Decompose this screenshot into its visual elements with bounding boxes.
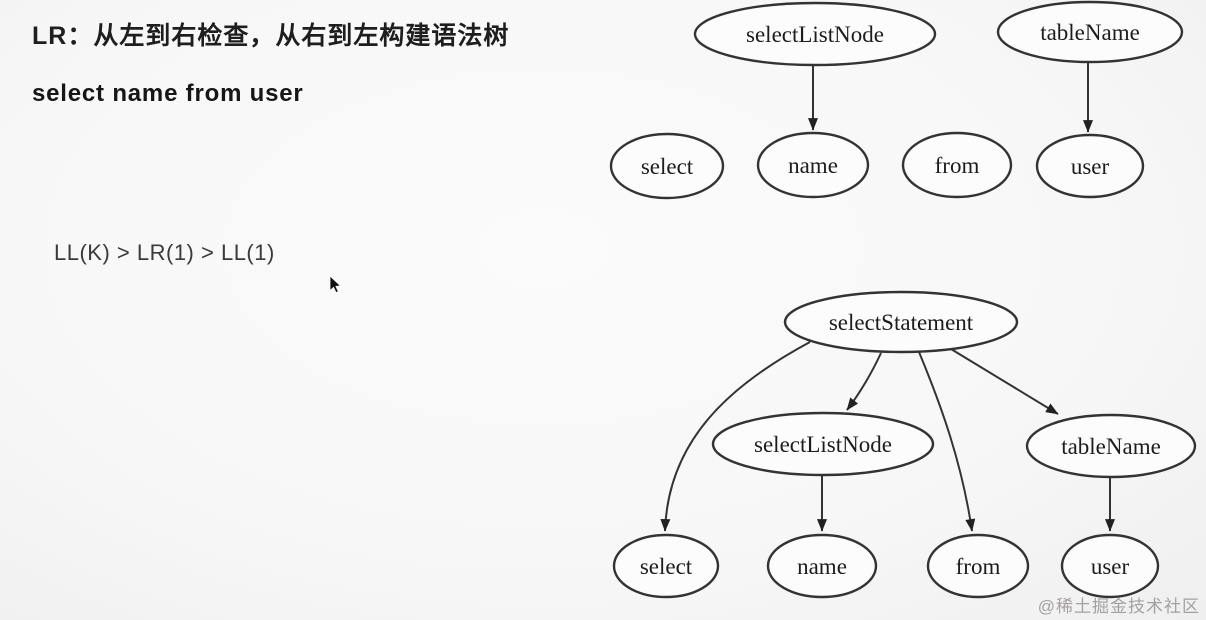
node-label: selectListNode [746,22,884,47]
tree-node-tableName: tableName [996,0,1184,64]
node-label: name [788,153,838,178]
node-label: tableName [1040,20,1140,45]
tree-node-name: name [756,131,870,199]
node-ellipse [693,1,937,67]
node-ellipse [1060,533,1160,599]
upper-partial-parse-tree: selectListNode tableName select name from use… [609,0,1184,200]
tree-node-selectStatement: selectStatement [783,290,1019,354]
node-label: selectListNode [754,432,892,457]
tree-node-select: select [609,132,725,200]
node-label: select [641,154,694,179]
sql-statement-text: select name from user [32,80,304,107]
node-ellipse [766,533,878,599]
tree-node-selectListNode: selectListNode [693,1,937,67]
tree-edge-selectStatement-to-selectListNode [846,352,882,411]
tree-edge-selectStatement-to-select [660,341,811,532]
node-ellipse [996,0,1184,64]
lr-definition-text: LR：从左到右检查，从右到左构建语法树 [32,22,510,50]
node-label: selectStatement [829,310,974,335]
node-ellipse [756,131,870,199]
tree-edge-selectStatement-to-tableName [950,348,1059,415]
tree-node-user: user [1060,533,1160,599]
node-label: user [1091,554,1130,579]
tree-node-select: select [612,533,720,599]
tree-node-user: user [1035,133,1145,199]
tree-node-from: from [926,533,1030,599]
node-ellipse [609,132,725,200]
node-ellipse [926,533,1030,599]
juejin-watermark-text: @稀土掘金技术社区 [1037,597,1200,616]
grammar-comparison-text: LL(K) > LR(1) > LL(1) [54,240,275,265]
node-ellipse [612,533,720,599]
lower-full-parse-tree: selectStatement selectListNode tableName se… [612,290,1197,599]
node-ellipse [901,131,1013,199]
node-ellipse [711,411,935,477]
node-label: from [956,554,1001,579]
tree-node-name: name [766,533,878,599]
node-ellipse [1035,133,1145,199]
node-label: tableName [1061,434,1161,459]
node-label: name [797,554,847,579]
node-label: user [1071,154,1110,179]
node-label: select [640,554,693,579]
node-ellipse [783,290,1019,354]
mouse-cursor-icon [329,276,342,294]
tree-node-tableName: tableName [1025,413,1197,479]
node-label: from [935,153,980,178]
node-ellipse [1025,413,1197,479]
tree-edge-selectStatement-to-from [918,351,976,532]
tree-node-selectListNode: selectListNode [711,411,935,477]
tree-node-from: from [901,131,1013,199]
